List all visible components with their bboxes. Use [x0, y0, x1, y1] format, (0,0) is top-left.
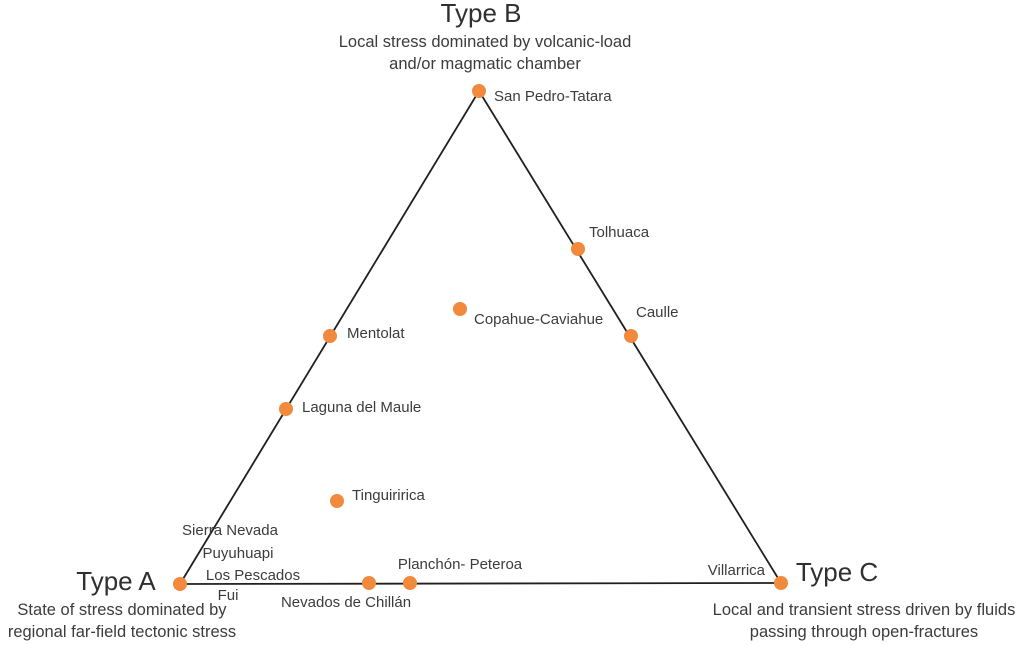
volcano-point-nevados-de-chill-n [362, 576, 376, 590]
type-c-description-line1: Local and transient stress driven by flu… [712, 601, 1016, 619]
volcano-point-laguna-del-maule [279, 402, 293, 416]
volcano-label-mentolat: Mentolat [347, 325, 405, 342]
volcano-point-san-pedro-tatara [472, 84, 486, 98]
volcano-point-tolhuaca [571, 242, 585, 256]
volcano-point-planch-n-peteroa [403, 576, 417, 590]
volcano-label-nevados-de-chill-n: Nevados de Chillán [280, 594, 412, 611]
volcano-label-puyuhuapi: Puyuhuapi [202, 545, 274, 562]
type-c-description: Local and transient stress driven by flu… [713, 599, 1016, 643]
volcano-point-caulle [624, 329, 638, 343]
type-b-description: Local stress dominated by volcanic-load … [339, 31, 632, 75]
volcano-label-sierra-nevada: Sierra Nevada [182, 522, 278, 539]
type-b-title: Type B [440, 0, 522, 28]
type-c-title: Type C [795, 557, 879, 587]
volcano-label-copahue-caviahue: Copahue-Caviahue [474, 311, 604, 328]
volcano-label-laguna-del-maule: Laguna del Maule [302, 399, 422, 416]
type-b-description-line2: and/or magmatic chamber [389, 55, 581, 73]
type-a-description: State of stress dominated by regional fa… [8, 599, 236, 643]
volcano-point-copahue-caviahue [453, 302, 467, 316]
type-a-description-line2: regional far-field tectonic stress [7, 623, 237, 641]
volcano-point-tinguiririca [330, 494, 344, 508]
volcano-label-fui: Fui [217, 587, 239, 604]
type-c-description-line2: passing through open-fractures [749, 623, 979, 641]
volcano-label-los-pescados: Los Pescados [205, 567, 301, 584]
volcano-label-caulle: Caulle [636, 304, 679, 321]
volcano-label-tolhuaca: Tolhuaca [589, 224, 650, 241]
type-b-description-line1: Local stress dominated by volcanic-load [338, 33, 632, 51]
volcano-label-planch-n-peteroa: Planchón- Peteroa [397, 556, 523, 573]
volcano-label-tinguiririca: Tinguiririca [352, 487, 425, 504]
type-a-title: Type A [76, 566, 156, 596]
volcano-point-type-a-vertex [173, 577, 187, 591]
volcano-point-villarrica [774, 576, 788, 590]
volcano-label-san-pedro-tatara: San Pedro-Tatara [494, 88, 612, 105]
volcano-point-mentolat [323, 329, 337, 343]
type-a-description-line1: State of stress dominated by [17, 601, 227, 619]
volcano-label-villarrica: Villarrica [707, 562, 765, 579]
